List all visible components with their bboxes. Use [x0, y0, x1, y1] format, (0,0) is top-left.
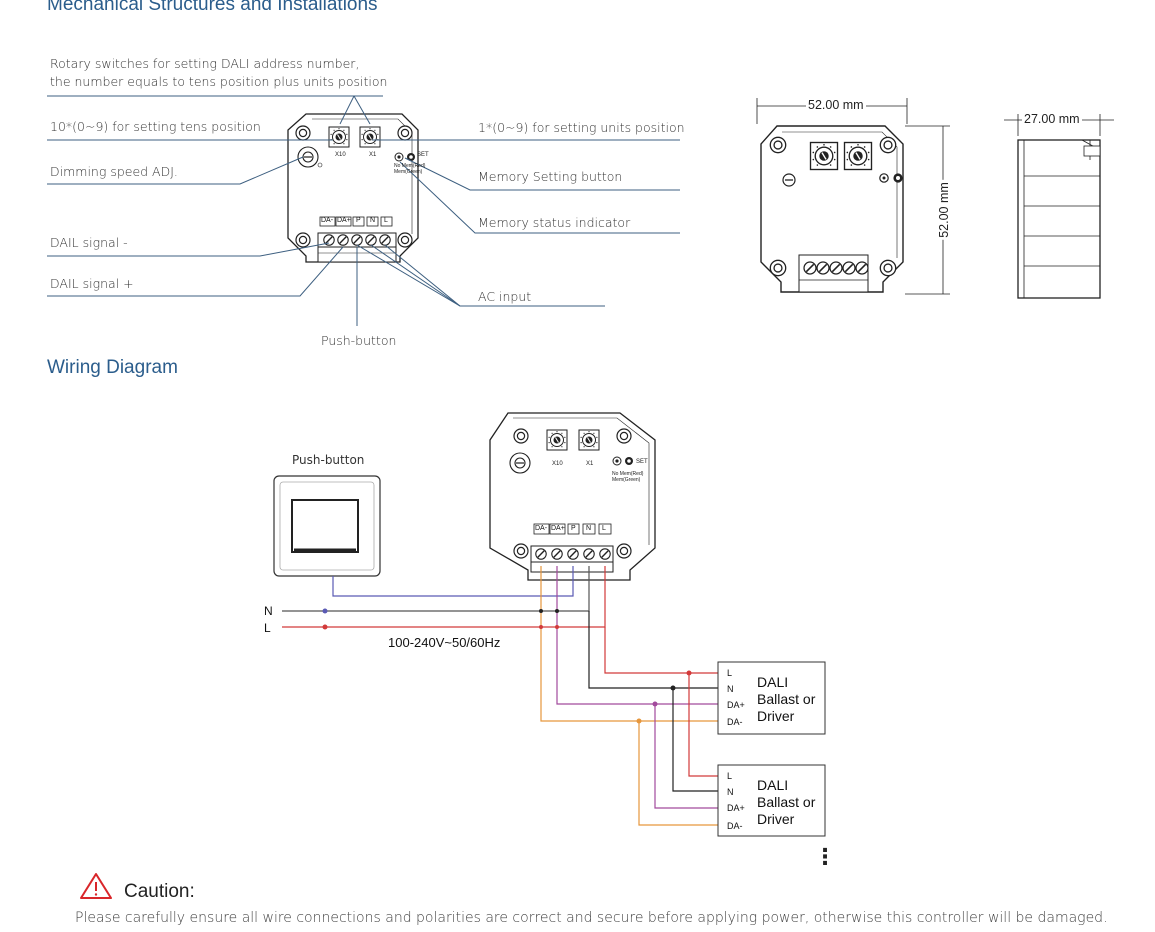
mounting-hole-icon [513, 428, 529, 444]
terminal-label: DA- [321, 217, 334, 224]
dimension-height: 52.00 mm [936, 180, 951, 240]
callout-lines [47, 95, 680, 326]
mounting-hole-icon [397, 125, 413, 141]
rotary-switch-icon [809, 141, 839, 171]
callout-rotary-line2: the number equals to tens position plus … [50, 74, 388, 89]
ballast-pin-da-plus: DA+ [727, 803, 745, 813]
mounting-hole-icon [879, 259, 897, 277]
device-mem-line1: No Mem(Red) [612, 471, 644, 477]
device-x1-label: X1 [586, 461, 594, 467]
terminal-screw-icon [337, 234, 349, 246]
ballast-subtitle-2: Driver [757, 811, 795, 827]
wiring-l-label: L [264, 621, 271, 635]
wiring-lines [282, 566, 722, 826]
ballast-pin-da-minus: DA- [727, 821, 743, 831]
terminal-label: P [571, 525, 576, 532]
mounting-hole-icon [769, 259, 787, 277]
ballast-subtitle-2: Driver [757, 708, 795, 724]
more-ballasts-indicator: ⋮ [814, 845, 836, 870]
rotary-switch-icon[interactable] [328, 126, 350, 148]
ballast-pin-n: N [727, 684, 734, 694]
terminal-label: DA+ [337, 217, 351, 224]
ballast-pin-l: L [727, 771, 733, 781]
terminal-label: N [586, 525, 592, 532]
rotary-switch-icon [578, 429, 600, 451]
callout-units: 1*(0~9) for setting units position [478, 120, 685, 135]
terminal-label: L [602, 525, 606, 532]
device-x10-label: X10 [335, 152, 346, 158]
dali-ballast-1 [717, 661, 826, 735]
callout-tens: 10*(0~9) for setting tens position [50, 119, 261, 134]
caution-text: Please carefully ensure all wire connect… [75, 910, 1108, 926]
device-mem-line1: No Mem(Red) [394, 163, 426, 169]
terminal-label: DA+ [551, 525, 565, 532]
callout-dimming: Dimming speed ADJ. [50, 164, 178, 179]
device-set-label: SET [636, 459, 648, 465]
mounting-hole-icon [513, 543, 529, 559]
device-x10-label: X10 [552, 461, 563, 467]
controller-front-view [287, 113, 419, 263]
dimension-side-view [1004, 114, 1114, 299]
ballast-subtitle: Ballast or [757, 691, 816, 707]
push-button-switch [273, 475, 381, 577]
rotary-switch-icon [546, 429, 568, 451]
controller-wiring-view [489, 412, 656, 581]
dimension-depth: 27.00 mm [1022, 112, 1082, 126]
terminal-label: P [356, 217, 361, 224]
dali-ballast-2 [717, 764, 826, 837]
terminal-screw-icon [379, 234, 391, 246]
wiring-section-title: Wiring Diagram [47, 357, 178, 378]
terminal-label: N [370, 217, 376, 224]
mechanical-section-title: Mechanical Structures and Installations [47, 0, 378, 15]
dimension-front-view [760, 125, 904, 293]
ballast-pin-l: L [727, 668, 733, 678]
caution-title: Caution: [124, 881, 195, 902]
ballast-subtitle: Ballast or [757, 794, 816, 810]
mounting-hole-icon [295, 125, 311, 141]
dimension-width: 52.00 mm [806, 98, 866, 112]
callout-dali-minus: DAIL signal - [50, 235, 128, 250]
ballast-title: DALI [757, 777, 789, 793]
mounting-hole-icon [397, 232, 413, 248]
terminal-label: L [384, 217, 388, 224]
callout-memory-button: Memory Setting button [478, 169, 623, 184]
mounting-hole-icon [616, 428, 632, 444]
rotary-switch-icon[interactable] [359, 126, 381, 148]
callout-rotary-line1: Rotary switches for setting DALI address… [50, 56, 360, 71]
ballast-pin-da-plus: DA+ [727, 700, 745, 710]
device-mem-line2: Mem(Green) [612, 477, 641, 483]
mounting-hole-icon [769, 136, 787, 154]
terminal-screw-icon [365, 234, 377, 246]
mounting-hole-icon [295, 232, 311, 248]
wiring-voltage-label: 100-240V~50/60Hz [388, 635, 501, 650]
terminal-label: DA- [535, 525, 548, 532]
callout-push-button: Push-button [321, 333, 397, 348]
ballast-title: DALI [757, 674, 789, 690]
ballast-pin-n: N [727, 787, 734, 797]
device-set-label: SET [417, 152, 429, 158]
terminal-screw-icon [351, 234, 363, 246]
junction-dots [322, 608, 725, 828]
mounting-hole-icon [616, 543, 632, 559]
ballast-pin-da-minus: DA- [727, 717, 743, 727]
callout-dali-plus: DAIL signal + [50, 276, 134, 291]
warning-triangle-icon [80, 873, 112, 899]
wiring-n-label: N [264, 604, 273, 618]
device-x1-label: X1 [369, 152, 377, 158]
callout-ac-input: AC input [478, 289, 532, 304]
mounting-hole-icon [879, 136, 897, 154]
wiring-push-button-label: Push-button [292, 453, 365, 467]
device-mem-line2: Mem(Green) [394, 169, 423, 175]
rotary-switch-icon [843, 141, 873, 171]
callout-memory-indicator: Memory status indicator [478, 215, 631, 230]
